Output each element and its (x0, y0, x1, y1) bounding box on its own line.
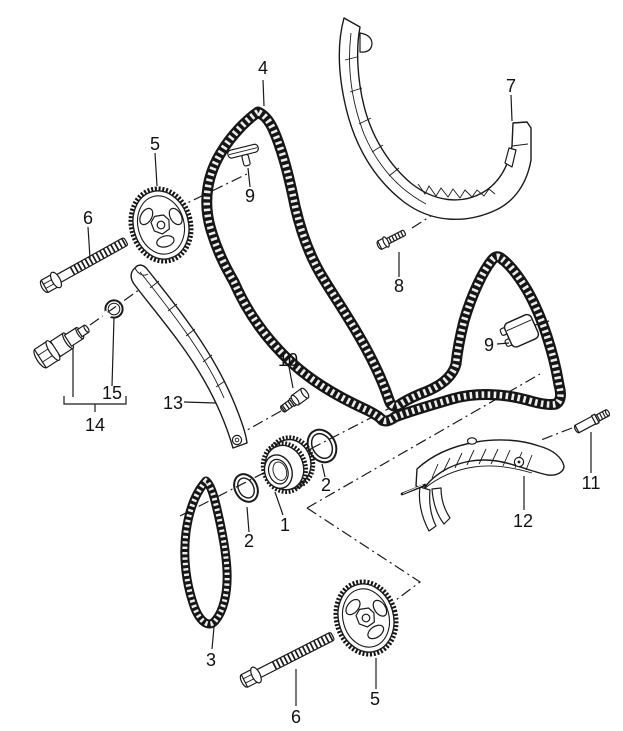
bolt-small-center (280, 387, 310, 413)
oring-right (306, 428, 338, 464)
callout-6-bottom: 6 (291, 707, 301, 727)
callout-2-left: 2 (244, 531, 254, 551)
callout-6-top: 6 (83, 208, 93, 228)
sealing-ring-small (101, 299, 124, 321)
timing-chain-small (180, 476, 232, 629)
oring-left (233, 473, 259, 503)
guide-rail-left (130, 264, 248, 449)
callout-5-top: 5 (150, 134, 160, 154)
callout-2-right: 2 (321, 475, 331, 495)
pad-right-pointer (534, 320, 550, 326)
crank-gear (260, 435, 316, 495)
camshaft-sprocket-bottom (333, 579, 399, 657)
tensioner-rail-right (400, 437, 565, 532)
bolt-top (39, 237, 128, 294)
callout-13: 13 (163, 393, 183, 413)
camshaft-sprocket-top (128, 186, 194, 264)
callout-5-bottom: 5 (370, 689, 380, 709)
guide-rail-upper (338, 17, 532, 221)
callout-9-top: 9 (245, 186, 255, 206)
callout-14: 14 (85, 415, 105, 435)
leader-lines (63, 79, 592, 706)
pad-top (227, 143, 259, 167)
pad-right (499, 313, 540, 348)
callout-labels: 4 5 9 6 7 8 9 13 15 14 10 2 1 2 3 6 5 12… (83, 58, 600, 727)
callout-12: 12 (513, 511, 533, 531)
callout-9-right: 9 (484, 335, 494, 355)
callout-1: 1 (280, 515, 290, 535)
assembly-centerlines (89, 172, 573, 601)
callout-10: 10 (278, 350, 298, 370)
timing-chain-large (201, 106, 566, 427)
chain-tensioner (33, 324, 90, 369)
callout-3: 3 (206, 650, 216, 670)
callout-11: 11 (582, 473, 601, 493)
callout-7: 7 (506, 76, 516, 96)
stud-right (573, 409, 611, 434)
bolt-rail-upper (376, 229, 407, 250)
bolt-bottom (239, 632, 335, 688)
callout-4: 4 (258, 58, 268, 78)
callout-15: 15 (102, 383, 122, 403)
callout-8: 8 (394, 276, 404, 296)
